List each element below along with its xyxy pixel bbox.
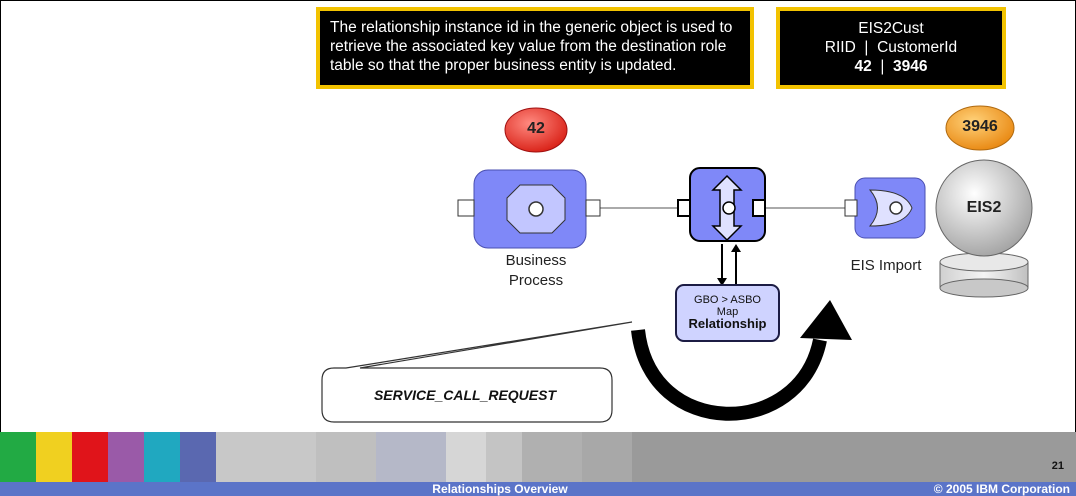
footer-gray-square-1 [446,432,486,482]
header-separator: | [860,39,873,56]
explanation-callout: The relationship instance id in the gene… [316,7,754,89]
transform-circle-icon [722,201,736,215]
footer-red-square [72,432,108,482]
explanation-text: The relationship instance id in the gene… [330,19,733,74]
up-arrow-head-icon [731,244,741,252]
map-line1: GBO > ASBO [694,294,761,306]
relationship-diagram [321,105,1033,423]
footer-blue-square [180,432,216,482]
process-circle-icon [528,201,544,217]
footer-title: Relationships Overview [432,482,568,496]
flow-curve-arrow [631,329,827,421]
footer-photo-strip-1 [216,432,316,482]
value-separator: | [876,58,889,75]
eis-label: EIS2 [966,199,1002,216]
bp-label-line2: Process [508,272,564,289]
footer-photo-strip-2 [316,432,376,482]
footer-yellow-square [36,432,72,482]
business-process-label: Business Process [490,251,582,291]
table-header-row: RIID | CustomerId [780,38,1002,57]
customerid-badge [945,105,1015,151]
relationship-map-box: GBO > ASBO Map Relationship [675,284,780,342]
customerid-header: CustomerId [877,39,958,56]
import-left-port [844,199,858,217]
eis-sphere [935,159,1033,257]
mediation-left-port [677,199,691,217]
footer-gray-square-3 [522,432,582,482]
relationship-table-callout: EIS2Cust RIID | CustomerId 42 | 3946 [776,7,1006,89]
footer-gray-square-4 [582,432,632,482]
riid-header: RIID [824,39,856,56]
bp-right-port [585,199,601,217]
riid-badge-text: 42 [527,120,545,137]
table-value-row: 42 | 3946 [780,57,1002,76]
flow-arrow-head-icon [800,300,852,340]
footer-purple-square [108,432,144,482]
import-circle-icon [889,201,903,215]
footer-bar [0,482,1076,496]
footer-cyan-square [144,432,180,482]
map-line2: Map [716,306,739,318]
eis-cylinder-base [939,278,1029,298]
speech-bubble-text: SERVICE_CALL_REQUEST [373,387,557,403]
riid-value: 42 [854,58,872,75]
table-title: EIS2Cust [858,20,924,37]
page-number: 21 [1051,460,1064,472]
footer-copyright: © 2005 IBM Corporation [933,482,1070,496]
map-line3: Relationship [688,316,767,331]
bp-label-line1: Business [505,252,567,269]
speech-bubble [321,321,633,423]
mediation-right-port [752,199,766,217]
footer-green-square [0,432,36,482]
eis-import-label: EIS Import [850,257,922,274]
customerid-value: 3946 [893,58,928,75]
bp-left-port [457,199,475,217]
down-arrow-head-icon [717,278,727,286]
footer-photo-strip-3 [376,432,446,482]
footer-gray-square-2 [486,432,522,482]
riid-badge [504,107,568,153]
customerid-badge-text: 3946 [962,118,998,135]
